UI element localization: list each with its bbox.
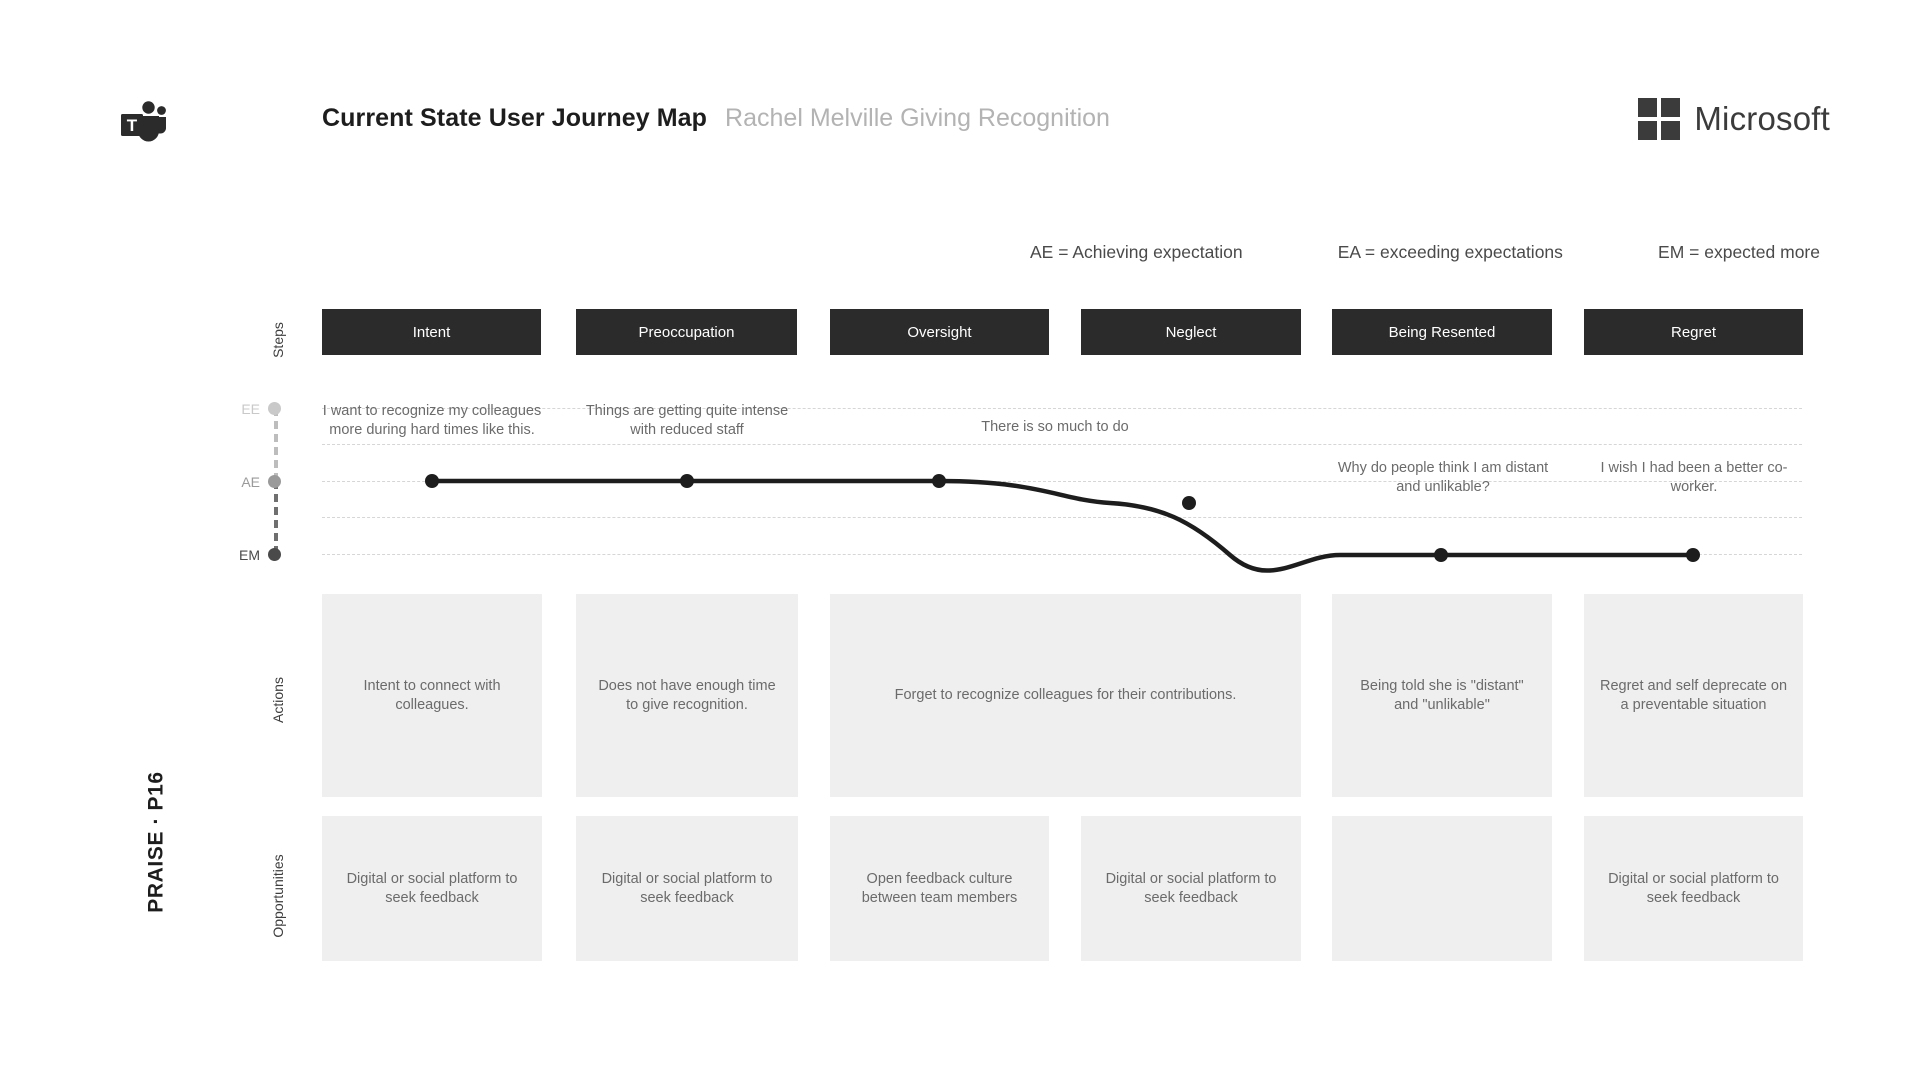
quote-regret: I wish I had been a better co-worker.: [1600, 460, 1788, 495]
page-subtitle: Rachel Melville Giving Recognition: [725, 104, 1110, 132]
expectation-legend: AE = Achieving expectation EA = exceedin…: [1030, 242, 1820, 263]
page-title: Current State User Journey Map: [322, 104, 708, 132]
axis-dot-ee: [268, 402, 281, 415]
gridline-ee: [322, 408, 1802, 409]
axis-dot-em: [268, 548, 281, 561]
gridline-em: [322, 554, 1802, 555]
action-text: Regret and self deprecate on a preventab…: [1600, 677, 1788, 713]
opportunity-text: Digital or social platform to seek feedb…: [1608, 870, 1779, 906]
svg-text:T: T: [127, 116, 138, 135]
gridline-4: [322, 517, 1802, 518]
opportunity-text: Open feedback culture between team membe…: [861, 870, 1018, 906]
step-header-regret[interactable]: Regret: [1584, 309, 1803, 355]
legend-item-ea: EA = exceeding expectations: [1337, 242, 1563, 262]
gridline-ae: [322, 481, 1802, 482]
curve-point-neglect: [1182, 496, 1196, 510]
row-label-actions: Actions: [270, 677, 286, 723]
action-card-oversight-neglect[interactable]: Forget to recognize colleagues for their…: [830, 594, 1301, 797]
opportunity-card-being-resented[interactable]: [1332, 816, 1552, 961]
action-card-regret[interactable]: Regret and self deprecate on a preventab…: [1584, 594, 1803, 797]
action-text: Intent to connect with colleagues.: [363, 677, 501, 713]
step-label: Intent: [412, 323, 451, 341]
step-label: Oversight: [907, 323, 972, 341]
step-header-intent[interactable]: Intent: [322, 309, 541, 355]
gridline-2: [322, 444, 1802, 445]
action-text: Being told she is "distant" and "unlikab…: [1360, 677, 1524, 713]
action-card-intent[interactable]: Intent to connect with colleagues.: [322, 594, 542, 797]
legend-item-em: EM = expected more: [1658, 242, 1820, 262]
step-header-oversight[interactable]: Oversight: [830, 309, 1049, 355]
legend-item-ae: AE = Achieving expectation: [1030, 242, 1243, 262]
row-label-steps: Steps: [270, 322, 286, 358]
footer-label: PRAISE · P16: [144, 771, 168, 913]
opportunity-card-regret[interactable]: Digital or social platform to seek feedb…: [1584, 816, 1803, 961]
quote-preoccupation: Things are getting quite intense with re…: [585, 403, 789, 438]
step-label: Being Resented: [1388, 323, 1496, 341]
axis-stem-lower: [274, 481, 278, 554]
opportunity-card-preoccupation[interactable]: Digital or social platform to seek feedb…: [576, 816, 798, 961]
step-header-preoccupation[interactable]: Preoccupation: [576, 309, 797, 355]
microsoft-teams-icon: T: [118, 100, 170, 148]
axis-label-em: EM: [239, 547, 260, 563]
opportunity-card-neglect[interactable]: Digital or social platform to seek feedb…: [1081, 816, 1301, 961]
step-header-being-resented[interactable]: Being Resented: [1332, 309, 1552, 355]
axis-label-ee: EE: [241, 401, 260, 417]
axis-stem-upper: [274, 408, 278, 481]
quote-being-resented: Why do people think I am distant and unl…: [1337, 460, 1549, 495]
microsoft-squares-icon: [1638, 98, 1681, 140]
curve-point-regret: [1686, 548, 1700, 562]
action-card-being-resented[interactable]: Being told she is "distant" and "unlikab…: [1332, 594, 1552, 797]
action-text: Forget to recognize colleagues for their…: [894, 687, 1237, 704]
microsoft-wordmark: Microsoft: [1694, 100, 1830, 137]
action-text: Does not have enough time to give recogn…: [598, 677, 776, 713]
axis-label-ae: AE: [241, 474, 260, 490]
row-label-opportunities: Opportunities: [270, 854, 286, 938]
step-label: Regret: [1670, 323, 1717, 341]
step-label: Neglect: [1165, 323, 1217, 341]
opportunity-card-intent[interactable]: Digital or social platform to seek feedb…: [322, 816, 542, 961]
opportunity-card-oversight[interactable]: Open feedback culture between team membe…: [830, 816, 1049, 961]
quote-oversight: There is so much to do: [981, 419, 1129, 435]
opportunity-text: Digital or social platform to seek feedb…: [346, 870, 518, 906]
quote-intent: I want to recognize my colleagues more d…: [322, 403, 542, 438]
page-title-group: Current State User Journey Map Rachel Me…: [322, 104, 1110, 133]
step-label: Preoccupation: [638, 323, 735, 341]
axis-dot-ae: [268, 475, 281, 488]
curve-point-being-resented: [1434, 548, 1448, 562]
opportunity-text: Digital or social platform to seek feedb…: [601, 870, 773, 906]
step-header-neglect[interactable]: Neglect: [1081, 309, 1301, 355]
microsoft-logo: Microsoft: [1638, 98, 1830, 140]
opportunity-text: Digital or social platform to seek feedb…: [1105, 870, 1277, 906]
action-card-preoccupation[interactable]: Does not have enough time to give recogn…: [576, 594, 798, 797]
